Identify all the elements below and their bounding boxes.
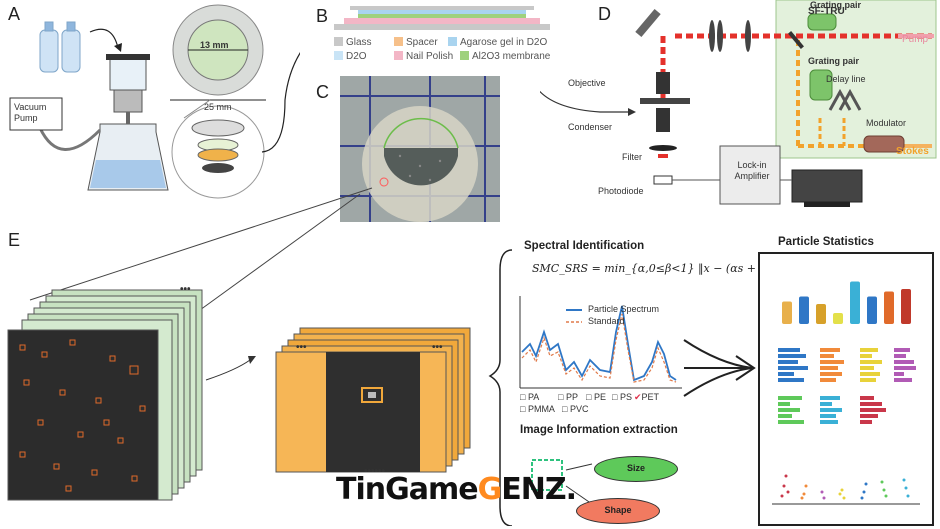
- vacuum-pump-box: [9, 97, 63, 131]
- particle-spectrum-line: [521, 305, 677, 382]
- sample-stack-illustration: [334, 6, 550, 30]
- modulator-label: Modulator: [866, 118, 907, 128]
- stat-bar-5: [867, 296, 877, 324]
- objective-label: Objective: [568, 78, 606, 88]
- condenser-lens: [656, 108, 670, 132]
- legend-nail-polish: Nail Polish: [394, 51, 453, 62]
- galvo-mirror: [635, 8, 661, 38]
- stack-ellipsis: •••: [180, 284, 191, 295]
- panel-a-illustration: [9, 4, 300, 199]
- stokes-label: Stokes: [896, 146, 929, 157]
- legend-glass: Glass: [334, 37, 372, 48]
- legend-standard: Standard: [588, 316, 625, 326]
- panel-letter-e: E: [8, 230, 21, 250]
- polymer-pmma: □ PMMA: [520, 404, 555, 414]
- image-info-title: Image Information extraction: [520, 424, 678, 436]
- filter-funnel: [87, 54, 169, 191]
- spectrum-plot: [519, 296, 682, 389]
- stat-bar-6: [884, 291, 894, 324]
- tingamegenz-watermark: TinGameGENZ.: [336, 472, 577, 507]
- water-bottles: [39, 21, 81, 73]
- polymer-pet: ✔PET: [634, 392, 660, 402]
- delay-line-label: Delay line: [826, 74, 866, 84]
- lockin-label: Lock-in Amplifier: [734, 160, 770, 181]
- polymer-pe: □ PE: [586, 392, 606, 402]
- smc-formula: SMC_SRS = min_{α,0≤β<1} ‖x − (αs + βb)‖₂: [532, 262, 788, 275]
- srs-optical-setup: [540, 0, 937, 207]
- particle-statistics-title: Particle Statistics: [778, 236, 874, 248]
- condenser-label: Condenser: [568, 122, 613, 132]
- stat-bar-0: [782, 301, 792, 324]
- grating-pair-top-label: Grating pair: [810, 0, 862, 10]
- inner-diameter-label: 13 mm: [200, 40, 229, 50]
- particle-statistics-panel: [758, 252, 934, 526]
- particle-crop-box: [361, 387, 383, 403]
- result-arrow: [683, 339, 756, 397]
- polymer-pvc: □ PVC: [562, 404, 589, 414]
- sf-tru-label: SF-TRU: [808, 6, 845, 17]
- shape-node: Shape: [576, 498, 660, 524]
- sf-tru-box: [775, 0, 937, 159]
- split-brace: [488, 249, 513, 526]
- bar-chart-group: [782, 281, 911, 324]
- legend-particle-spectrum: Particle Spectrum: [588, 304, 660, 314]
- spectral-identification-title: Spectral Identification: [524, 240, 645, 252]
- detected-particles: [19, 339, 146, 492]
- standard-spectrum-line: [521, 313, 677, 383]
- more-dots: ••••••: [364, 466, 386, 477]
- modulator-box: [863, 135, 905, 153]
- size-node: Size: [594, 456, 678, 482]
- sample-photo: [340, 76, 500, 222]
- image-stack-illustration: [7, 187, 513, 526]
- lockin-amplifier: [719, 145, 781, 205]
- polymer-pp: □ PP: [558, 392, 578, 402]
- stat-bar-4: [850, 281, 860, 324]
- legend-agarose: Agarose gel in D2O: [448, 37, 547, 48]
- legend-d2o: D2O: [334, 51, 367, 62]
- particle-crop-stack: [275, 327, 471, 473]
- panel-letter-b: B: [316, 6, 329, 26]
- polymer-ps: □ PS: [612, 392, 632, 402]
- objective-lens: [656, 72, 670, 94]
- grating-pair-mid-label: Grating pair: [808, 56, 860, 66]
- stat-bar-1: [799, 296, 809, 324]
- legend-membrane: Al2O3 membrane: [460, 51, 550, 62]
- vacuum-pump-label: Vacuum Pump: [14, 102, 47, 123]
- pour-arrow: [89, 28, 119, 49]
- panel-letter-d: D: [598, 4, 611, 24]
- srs-image-stack: [7, 289, 203, 501]
- photodiode-label: Photodiode: [598, 186, 644, 196]
- grating-pair-2: [809, 69, 833, 101]
- crop-ellipsis-right: •••: [432, 342, 443, 353]
- panel-letter-a: A: [8, 4, 21, 24]
- horizontal-bar-blocks: [778, 348, 916, 424]
- scatter-distribution: [772, 474, 920, 505]
- stat-bar-3: [833, 313, 843, 324]
- polymer-pa: □ PA: [520, 392, 540, 402]
- computer-monitor: [791, 169, 863, 203]
- filter-label: Filter: [622, 152, 642, 162]
- vacuum-tube: [38, 127, 102, 151]
- stat-bar-7: [901, 289, 911, 324]
- stats-charts: [772, 281, 920, 505]
- panel-letter-c: C: [316, 82, 329, 102]
- legend-spacer: Spacer: [394, 37, 438, 48]
- grating-pair-1: [807, 13, 837, 31]
- crop-ellipsis-left: •••: [296, 342, 307, 353]
- stat-bar-2: [816, 304, 826, 324]
- pump-label: Pump: [902, 34, 929, 45]
- outer-diameter-label: 25 mm: [204, 102, 232, 112]
